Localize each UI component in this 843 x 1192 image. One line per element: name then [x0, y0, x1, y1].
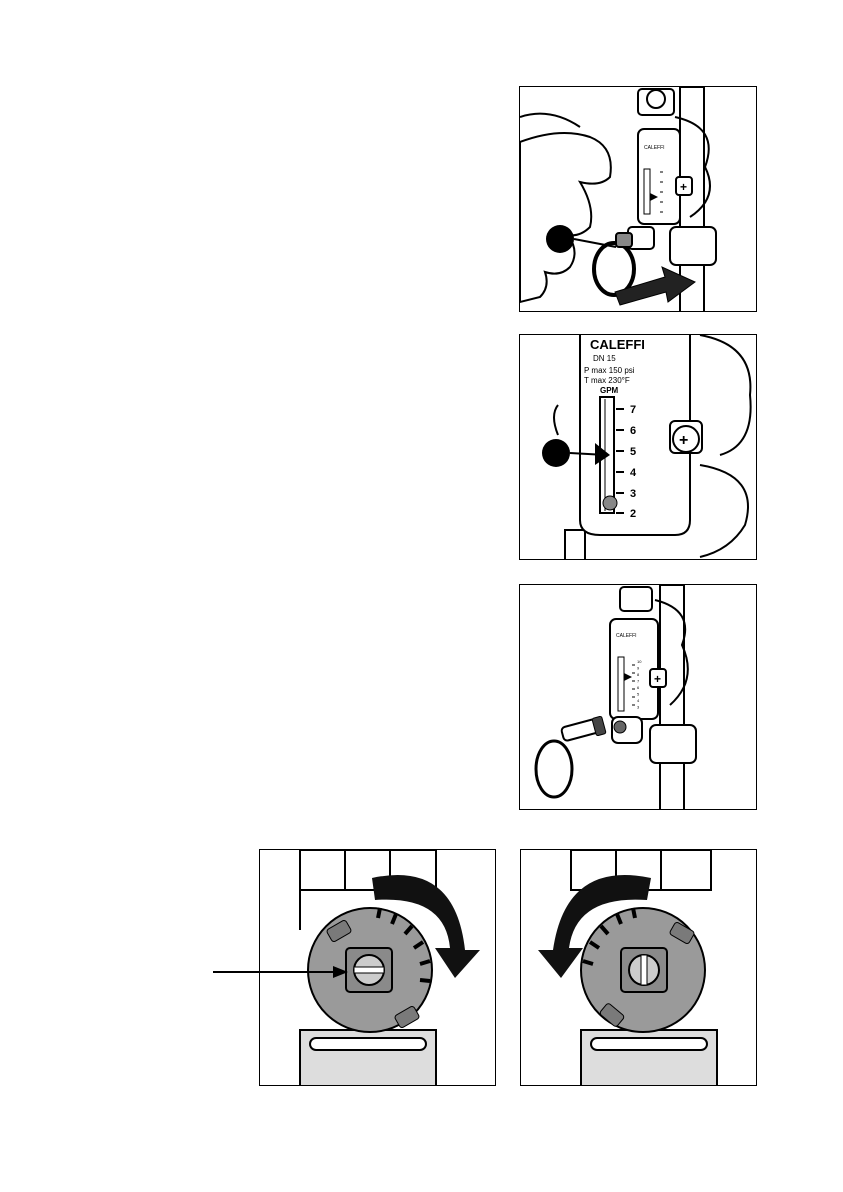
flowmeter-size: DN 15 — [593, 354, 616, 363]
hand-icon — [520, 133, 611, 302]
callout-dot-icon — [542, 439, 570, 467]
scale-label: 4 — [630, 467, 637, 479]
scale-label: 2 — [630, 508, 636, 520]
scale-label: 3 — [630, 488, 636, 500]
callout-dot-icon — [546, 225, 574, 253]
illustration-pull-ring: CALEFFI + — [519, 86, 757, 312]
svg-text:+: + — [654, 672, 661, 686]
flowmeter-pressure: P max 150 psi — [584, 366, 635, 375]
scale-label-small: 10 — [637, 659, 642, 664]
svg-text:+: + — [680, 180, 687, 194]
flowmeter-brand-small: CALEFFI — [616, 633, 637, 639]
flowmeter-unit: GPM — [600, 386, 619, 395]
flowmeter-temperature: T max 230°F — [584, 376, 630, 385]
scale-label: 6 — [630, 425, 636, 437]
svg-text:+: + — [679, 432, 688, 449]
flowmeter-brand-small: CALEFFI — [644, 145, 665, 151]
pull-ring-icon — [594, 243, 634, 295]
scale-label: 5 — [630, 446, 636, 458]
pointer-arrow — [213, 965, 348, 977]
pull-ring-icon — [536, 741, 572, 797]
illustration-valve-open — [520, 849, 757, 1086]
scale-label: 7 — [630, 404, 636, 416]
flowmeter-brand: CALEFFI — [590, 337, 645, 352]
illustration-flowmeter-scale: CALEFFI DN 15 P max 150 psi T max 230°F … — [519, 334, 757, 560]
